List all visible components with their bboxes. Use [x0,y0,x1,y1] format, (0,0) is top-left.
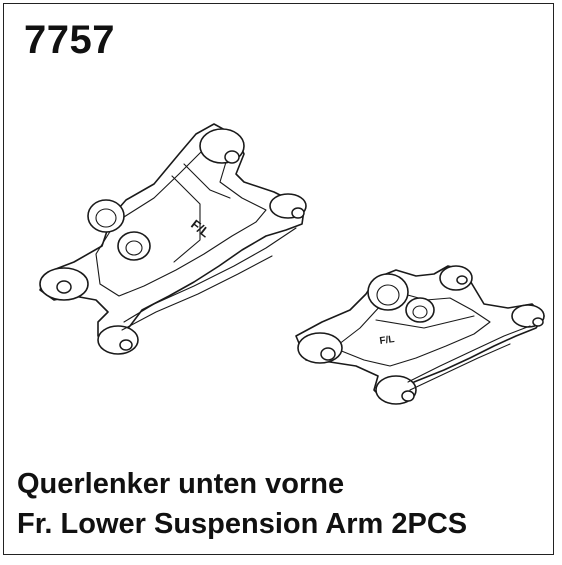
suspension-arm-left: F/L [39,123,307,355]
sheet-frame: 7757 [3,3,554,555]
suspension-arm-drawing: F/L [39,123,545,405]
caption-german: Querlenker unten vorne [17,468,345,500]
arm-marking-right: F/L [379,334,395,347]
caption-english: Fr. Lower Suspension Arm 2PCS [17,508,468,540]
suspension-arm-right: F/L [295,265,545,405]
part-number: 7757 [24,18,115,62]
